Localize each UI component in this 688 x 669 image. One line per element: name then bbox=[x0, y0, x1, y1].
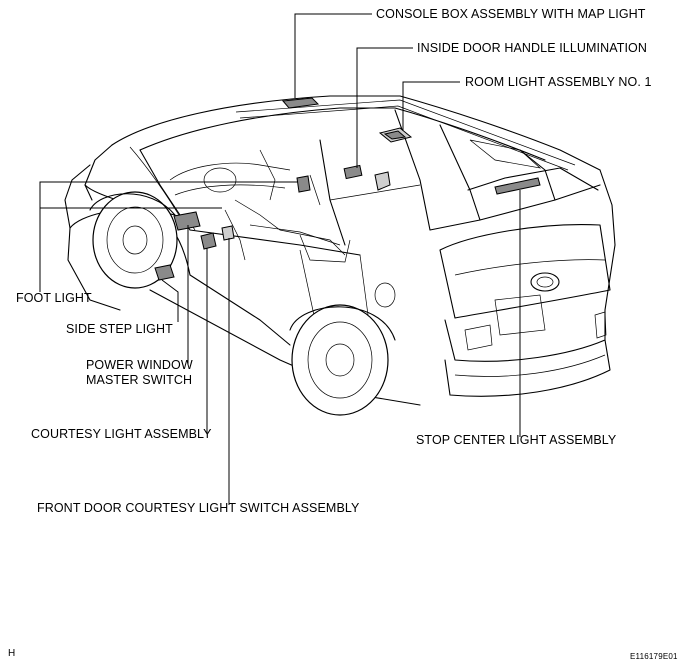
pw-master-switch-part bbox=[173, 211, 201, 231]
label-courtesy-light: COURTESY LIGHT ASSEMBLY bbox=[31, 427, 212, 441]
label-power-window-line1: POWER WINDOW bbox=[86, 358, 193, 372]
console-box-map-light bbox=[281, 97, 320, 109]
courtesy-light-part bbox=[200, 232, 217, 250]
stop-center-light-part bbox=[494, 177, 541, 195]
door-handle-bracket bbox=[374, 171, 391, 191]
door-switch-part bbox=[221, 225, 235, 241]
vehicle-body bbox=[64, 95, 616, 406]
label-inside-door-handle: INSIDE DOOR HANDLE ILLUMINATION bbox=[417, 41, 647, 55]
wheels bbox=[89, 191, 396, 416]
label-front-door-switch: FRONT DOOR COURTESY LIGHT SWITCH ASSEMBL… bbox=[37, 501, 360, 515]
label-console-box: CONSOLE BOX ASSEMBLY WITH MAP LIGHT bbox=[376, 7, 646, 21]
label-stop-center-light: STOP CENTER LIGHT ASSEMBLY bbox=[416, 433, 617, 447]
label-room-light: ROOM LIGHT ASSEMBLY NO. 1 bbox=[465, 75, 652, 89]
corner-mark: H bbox=[8, 648, 16, 659]
parts bbox=[154, 97, 541, 281]
foot-light-part bbox=[296, 175, 311, 193]
label-power-window-line2: MASTER SWITCH bbox=[86, 373, 193, 387]
label-side-step-light: SIDE STEP LIGHT bbox=[66, 322, 173, 336]
leader-lines bbox=[39, 13, 521, 505]
figure-code: E116179E01 bbox=[630, 652, 678, 661]
interior bbox=[169, 149, 351, 263]
label-foot-light: FOOT LIGHT bbox=[16, 291, 92, 305]
inside-door-handle-part bbox=[343, 164, 363, 180]
label-power-window-master-switch: POWER WINDOW MASTER SWITCH bbox=[86, 358, 193, 388]
side-step-light-part bbox=[154, 264, 175, 281]
